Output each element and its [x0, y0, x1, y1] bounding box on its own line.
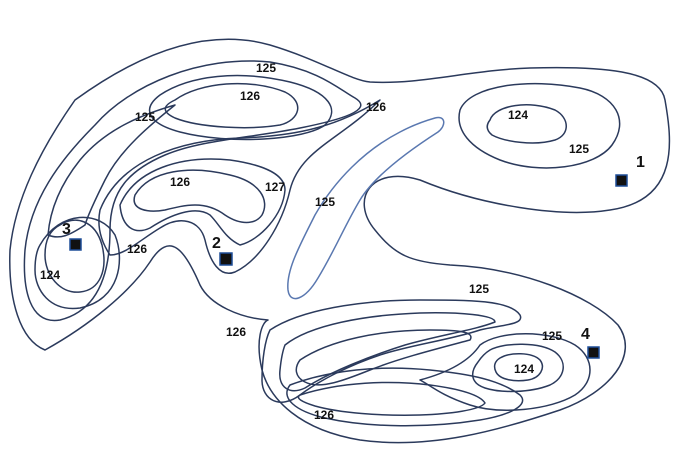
contour-label: 125 — [315, 195, 335, 209]
right-hill-outer-contour — [458, 82, 621, 169]
summit-127-contour — [133, 169, 266, 224]
contour-label: 124 — [508, 108, 528, 122]
upper-hill-outer-contour — [148, 74, 333, 141]
left-inner-contour — [47, 104, 176, 238]
site-label: 1 — [636, 154, 645, 171]
upper-hill-inner-contour — [164, 82, 299, 129]
left-lower-contour — [34, 216, 121, 310]
lower-right-contour-1 — [419, 333, 591, 411]
contour-label: 126 — [240, 89, 260, 103]
left-summit-contour — [44, 219, 105, 293]
upper-left-contour — [23, 60, 362, 322]
contour-label: 125 — [542, 329, 562, 343]
lower-right-summit-contour — [493, 353, 544, 382]
contour-label: 127 — [265, 180, 285, 194]
contour-label: 125 — [256, 61, 276, 75]
contour-label: 125 — [135, 110, 155, 124]
contour-label: 125 — [469, 282, 489, 296]
contour-label: 126 — [226, 325, 246, 339]
contour-label: 124 — [40, 268, 60, 282]
site-square — [69, 238, 82, 251]
site-label: 4 — [581, 326, 590, 343]
valley-inner-contour — [287, 116, 445, 300]
site-square — [587, 346, 600, 359]
right-hill-inner-contour — [486, 104, 567, 144]
site-square — [615, 174, 628, 187]
site-square — [219, 252, 233, 266]
outer-contour-line — [9, 38, 671, 444]
site-marker-2: 2 — [212, 235, 233, 266]
lower-bottom-contour-2 — [297, 381, 486, 416]
lower-right-contour-2 — [471, 343, 564, 393]
contour-label: 126 — [170, 175, 190, 189]
contour-label: 126 — [127, 242, 147, 256]
middle-inner-contour — [119, 158, 286, 246]
site-marker-3: 3 — [62, 221, 82, 251]
contour-label: 125 — [569, 142, 589, 156]
lower-bottom-contour-1 — [286, 367, 524, 427]
site-label: 3 — [62, 221, 71, 238]
site-label: 2 — [212, 235, 221, 252]
middle-ridge-contour — [98, 99, 381, 274]
lower-basin-contour-2 — [279, 312, 496, 392]
lower-basin-contour-1 — [261, 299, 522, 403]
site-marker-4: 4 — [581, 326, 600, 359]
contour-label: 126 — [314, 408, 334, 422]
contour-label: 126 — [366, 100, 386, 114]
contour-label: 124 — [514, 362, 534, 376]
lower-basin-contour-3 — [295, 329, 472, 386]
site-marker-1: 1 — [615, 154, 645, 187]
